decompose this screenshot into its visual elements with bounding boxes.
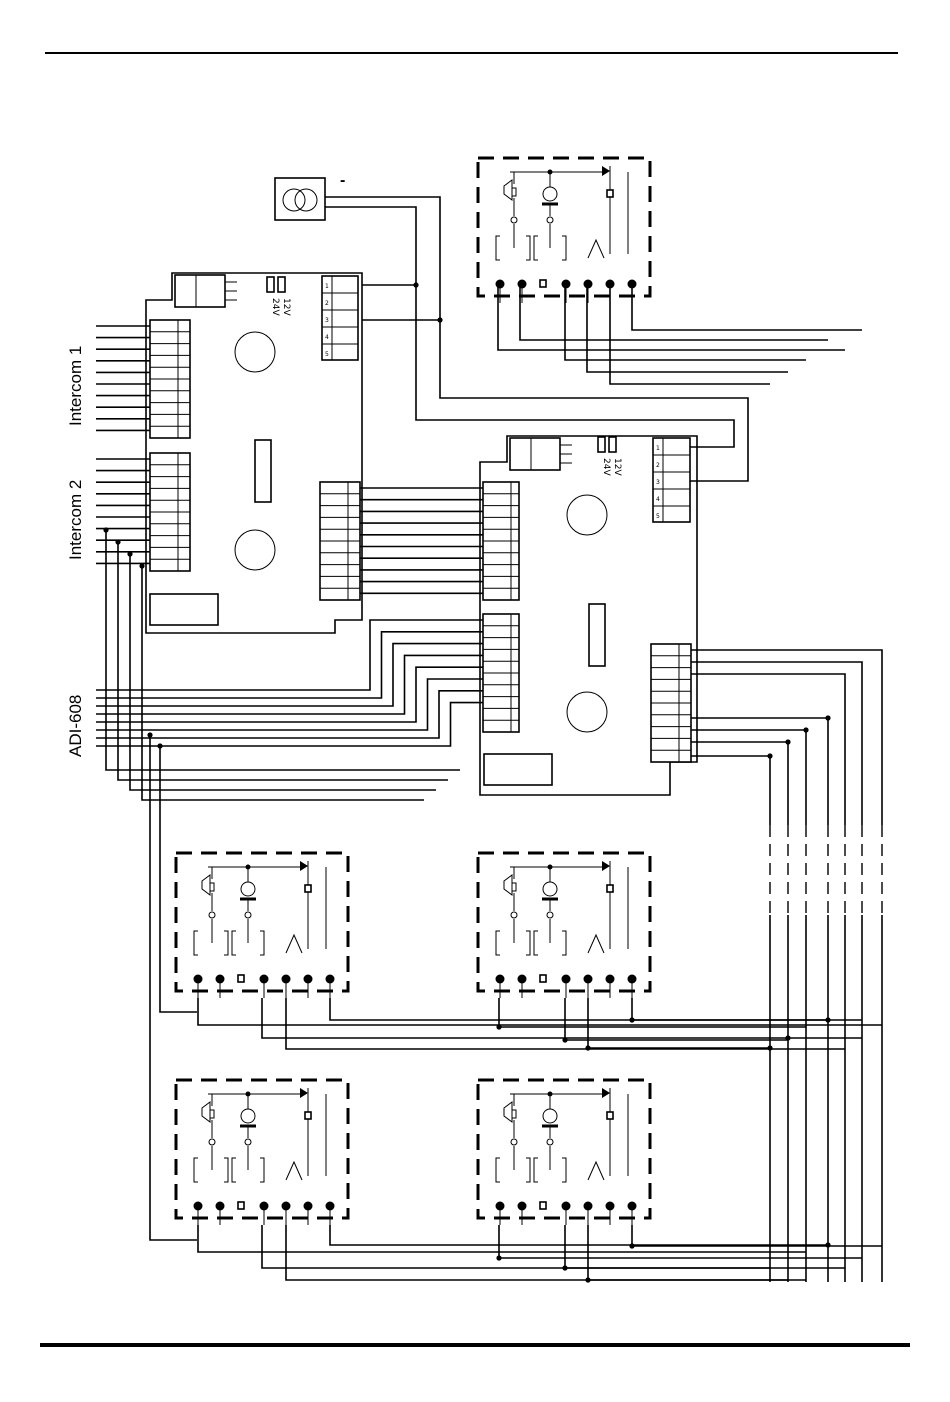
terminal-number: 3 bbox=[656, 479, 660, 486]
door-station-top bbox=[478, 158, 650, 303]
right-bus-wire bbox=[691, 756, 770, 825]
return-wire bbox=[130, 554, 436, 790]
diode-icon bbox=[300, 861, 308, 871]
terminal-number: 2 bbox=[325, 300, 329, 307]
right-bus-wire bbox=[691, 662, 862, 825]
door-station-bottom-left bbox=[176, 1080, 348, 1225]
adi-608-label: ADI-608 bbox=[66, 695, 86, 757]
junction-dot bbox=[115, 539, 120, 544]
adi608-wire bbox=[96, 632, 483, 698]
board2-12v-label: 12V bbox=[612, 458, 622, 476]
door-station-bottom-right bbox=[478, 1080, 650, 1225]
terminal-number: 3 bbox=[325, 317, 329, 324]
microphone-icon bbox=[543, 187, 557, 201]
board1-12v-label: 12V bbox=[281, 298, 291, 316]
board-2: 24V 12V bbox=[480, 436, 697, 795]
intercom-2-label: Intercom 2 bbox=[66, 480, 86, 560]
adi608-wire bbox=[96, 703, 483, 746]
junction-dot bbox=[139, 563, 144, 568]
right-bus-wire bbox=[691, 650, 882, 825]
terminal-number: 5 bbox=[656, 513, 660, 520]
terminal-number: 4 bbox=[656, 496, 660, 503]
return-wire bbox=[118, 542, 448, 780]
terminal-number: 5 bbox=[325, 351, 329, 358]
right-bus-wire bbox=[691, 742, 788, 825]
door-station-mid-left bbox=[176, 853, 348, 998]
microphone-icon bbox=[241, 882, 255, 896]
junction-dot bbox=[103, 527, 108, 532]
switch-icon bbox=[588, 240, 604, 258]
junction-dot bbox=[127, 551, 132, 556]
terminal-number: 4 bbox=[325, 334, 329, 341]
right-bus-wire bbox=[691, 718, 828, 825]
microphone-icon bbox=[543, 1109, 557, 1123]
psu-polarity-mark: - bbox=[340, 172, 345, 190]
terminal-number: 2 bbox=[656, 462, 660, 469]
diode-icon bbox=[300, 1088, 308, 1098]
diode-icon bbox=[602, 166, 610, 176]
terminal-number: 1 bbox=[325, 283, 329, 290]
door-station-mid-right bbox=[478, 853, 650, 998]
microphone-icon bbox=[543, 882, 557, 896]
switch-icon bbox=[588, 1162, 604, 1180]
board1-24v-label: 24V bbox=[270, 298, 280, 316]
adi608-wire bbox=[96, 644, 483, 706]
right-bus-wire bbox=[691, 674, 845, 825]
switch-icon bbox=[286, 935, 302, 953]
switch-icon bbox=[286, 1162, 302, 1180]
power-supply bbox=[275, 178, 325, 220]
intercom-1-label: Intercom 1 bbox=[66, 346, 86, 426]
microphone-icon bbox=[241, 1109, 255, 1123]
switch-icon bbox=[588, 935, 604, 953]
board-1: 24V 12V bbox=[146, 273, 362, 633]
board2-24v-label: 24V bbox=[601, 458, 611, 476]
diode-icon bbox=[602, 1088, 610, 1098]
diode-icon bbox=[602, 861, 610, 871]
terminal-number: 1 bbox=[656, 445, 660, 452]
